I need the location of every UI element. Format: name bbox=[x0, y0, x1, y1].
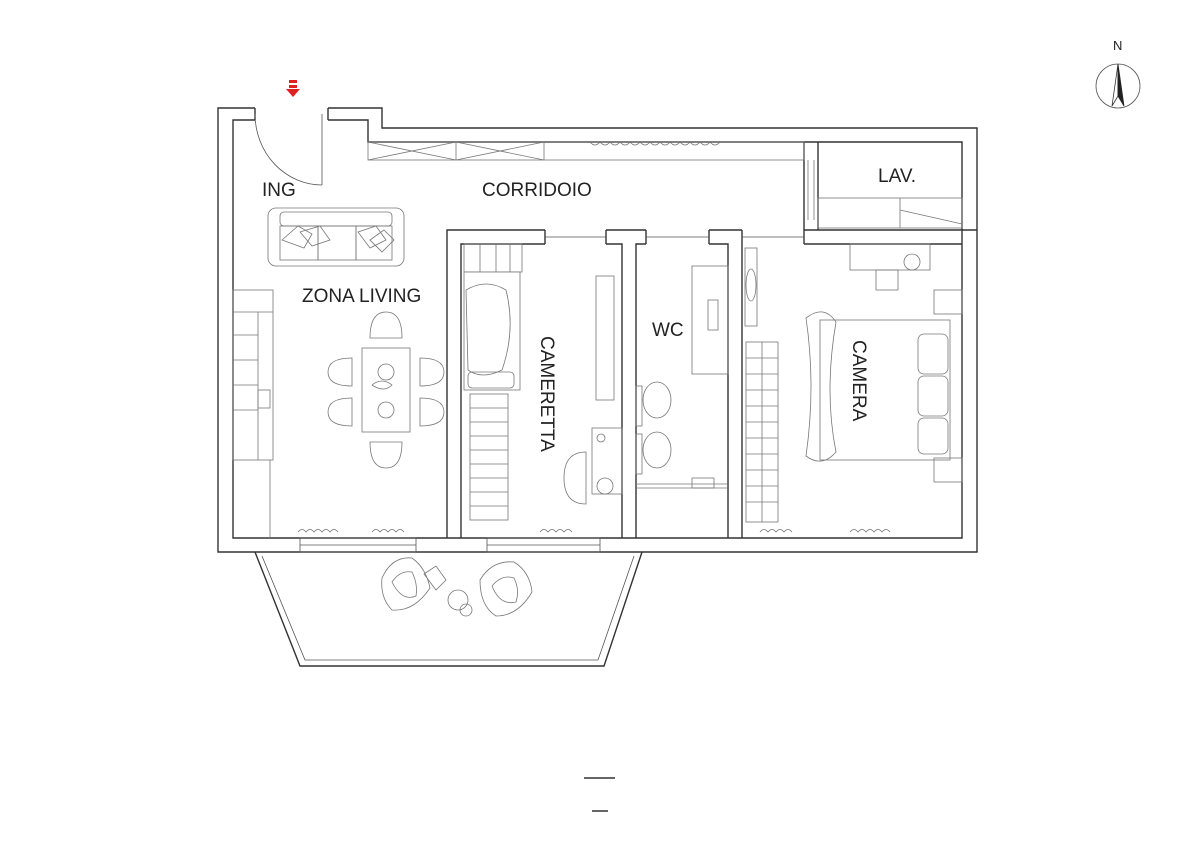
room-label-wc: WC bbox=[652, 320, 684, 341]
room-label-corridoio: CORRIDOIO bbox=[482, 180, 592, 201]
wardrobe-rungs bbox=[746, 357, 778, 503]
room-label-camera: CAMERA bbox=[848, 340, 869, 422]
dining-table bbox=[327, 311, 445, 469]
living-cabinet bbox=[232, 289, 274, 538]
shelf-rungs bbox=[470, 407, 508, 507]
laundry-fixtures bbox=[807, 160, 963, 229]
balcony-chair-right bbox=[479, 561, 533, 617]
corridor-wardrobe bbox=[367, 141, 805, 161]
balcony-chair-left bbox=[381, 557, 431, 611]
balcony bbox=[254, 551, 643, 667]
scale-marks bbox=[584, 777, 615, 812]
sofa bbox=[267, 207, 405, 267]
room-label-ing: ING bbox=[262, 180, 296, 201]
room-label-lav: LAV. bbox=[878, 166, 916, 187]
camera-furniture bbox=[744, 243, 963, 523]
entrance-door bbox=[254, 113, 323, 186]
windows bbox=[297, 529, 891, 553]
entrance-arrow-icon bbox=[286, 80, 300, 97]
wc-fixtures bbox=[635, 265, 729, 489]
room-label-zona-living: ZONA LIVING bbox=[302, 286, 421, 307]
balcony-side-table bbox=[423, 565, 473, 617]
north-arrow-icon bbox=[1095, 63, 1141, 109]
cameretta-furniture bbox=[463, 243, 623, 521]
north-label: N bbox=[1113, 38, 1122, 53]
room-label-cameretta: CAMERETTA bbox=[536, 336, 557, 452]
